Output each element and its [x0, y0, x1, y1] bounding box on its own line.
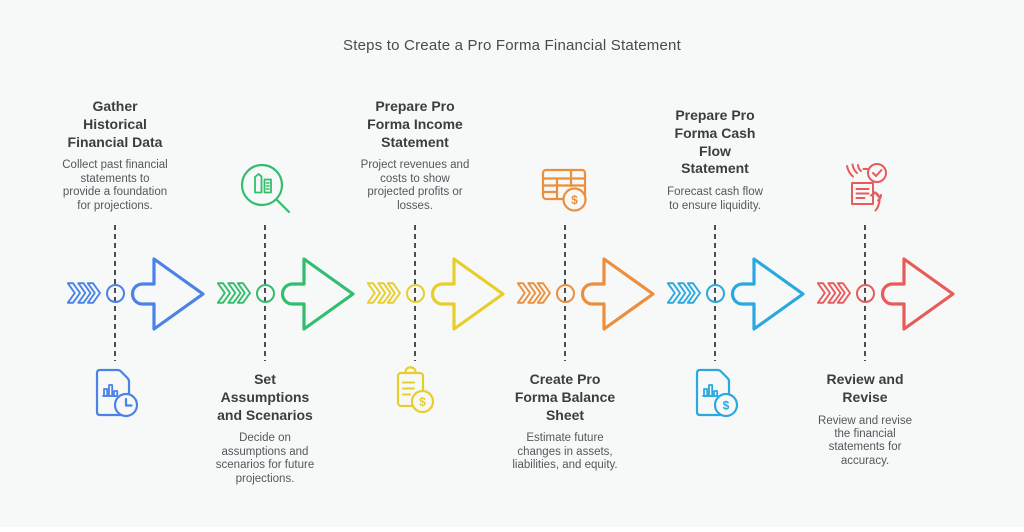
- step-description: Review and revise the financial statemen…: [818, 414, 912, 467]
- svg-text:$: $: [419, 395, 426, 409]
- timeline-node: [555, 283, 575, 303]
- svg-text:$: $: [723, 399, 730, 413]
- step-title: Review and Revise: [826, 371, 904, 405]
- step-text-block: Gather Historical Financial Data Collect…: [39, 98, 191, 213]
- step-title: Gather Historical Financial Data: [67, 97, 163, 150]
- step-description: Decide on assumptions and scenarios for …: [215, 432, 315, 485]
- table-dollar-icon: $: [541, 168, 587, 212]
- triple-chevron-icon: [67, 282, 101, 304]
- step-text-block: Review and Revise Review and revise the …: [789, 371, 941, 468]
- timeline-node: [705, 283, 725, 303]
- triple-chevron-icon: [667, 282, 701, 304]
- step-title: Prepare Pro Forma Income Statement: [367, 97, 463, 150]
- magnifier-ledger-icon: [240, 163, 291, 214]
- arrow-icon: [280, 257, 355, 331]
- page-title: Steps to Create a Pro Forma Financial St…: [343, 37, 681, 54]
- hands-check-document-icon: [846, 163, 887, 212]
- step-description: Project revenues and costs to show proje…: [360, 159, 470, 212]
- document-dollar-icon: $: [695, 368, 739, 418]
- timeline-node: [855, 283, 875, 303]
- arrow-icon: [430, 257, 505, 331]
- timeline-node: [105, 283, 125, 303]
- svg-text:$: $: [571, 193, 578, 207]
- step-title: Create Pro Forma Balance Sheet: [514, 371, 616, 423]
- step-description: Collect past financial statements to pro…: [62, 159, 168, 212]
- document-clock-icon: [95, 368, 139, 418]
- arrow-icon: [130, 257, 205, 331]
- triple-chevron-icon: [817, 282, 851, 304]
- step-text-block: Create Pro Forma Balance Sheet Estimate …: [489, 371, 641, 473]
- step-title: Set Assumptions and Scenarios: [217, 371, 313, 423]
- arrow-icon: [730, 257, 805, 331]
- arrow-icon: [880, 257, 955, 331]
- triple-chevron-icon: [217, 282, 251, 304]
- step-title: Prepare Pro Forma Cash Flow Statement: [674, 107, 756, 177]
- step-text-block: Set Assumptions and Scenarios Decide on …: [189, 371, 341, 486]
- step-description: Forecast cash flow to ensure liquidity.: [667, 186, 763, 212]
- bottom-strip: [0, 527, 1024, 532]
- triple-chevron-icon: [367, 282, 401, 304]
- step-text-block: Prepare Pro Forma Cash Flow Statement Fo…: [639, 107, 791, 213]
- step-description: Estimate future changes in assets, liabi…: [512, 432, 618, 472]
- arrow-icon: [580, 257, 655, 331]
- timeline-node: [255, 283, 275, 303]
- triple-chevron-icon: [517, 282, 551, 304]
- timeline-node: [405, 283, 425, 303]
- step-text-block: Prepare Pro Forma Income Statement Proje…: [339, 98, 491, 213]
- clipboard-dollar-icon: $: [396, 366, 435, 414]
